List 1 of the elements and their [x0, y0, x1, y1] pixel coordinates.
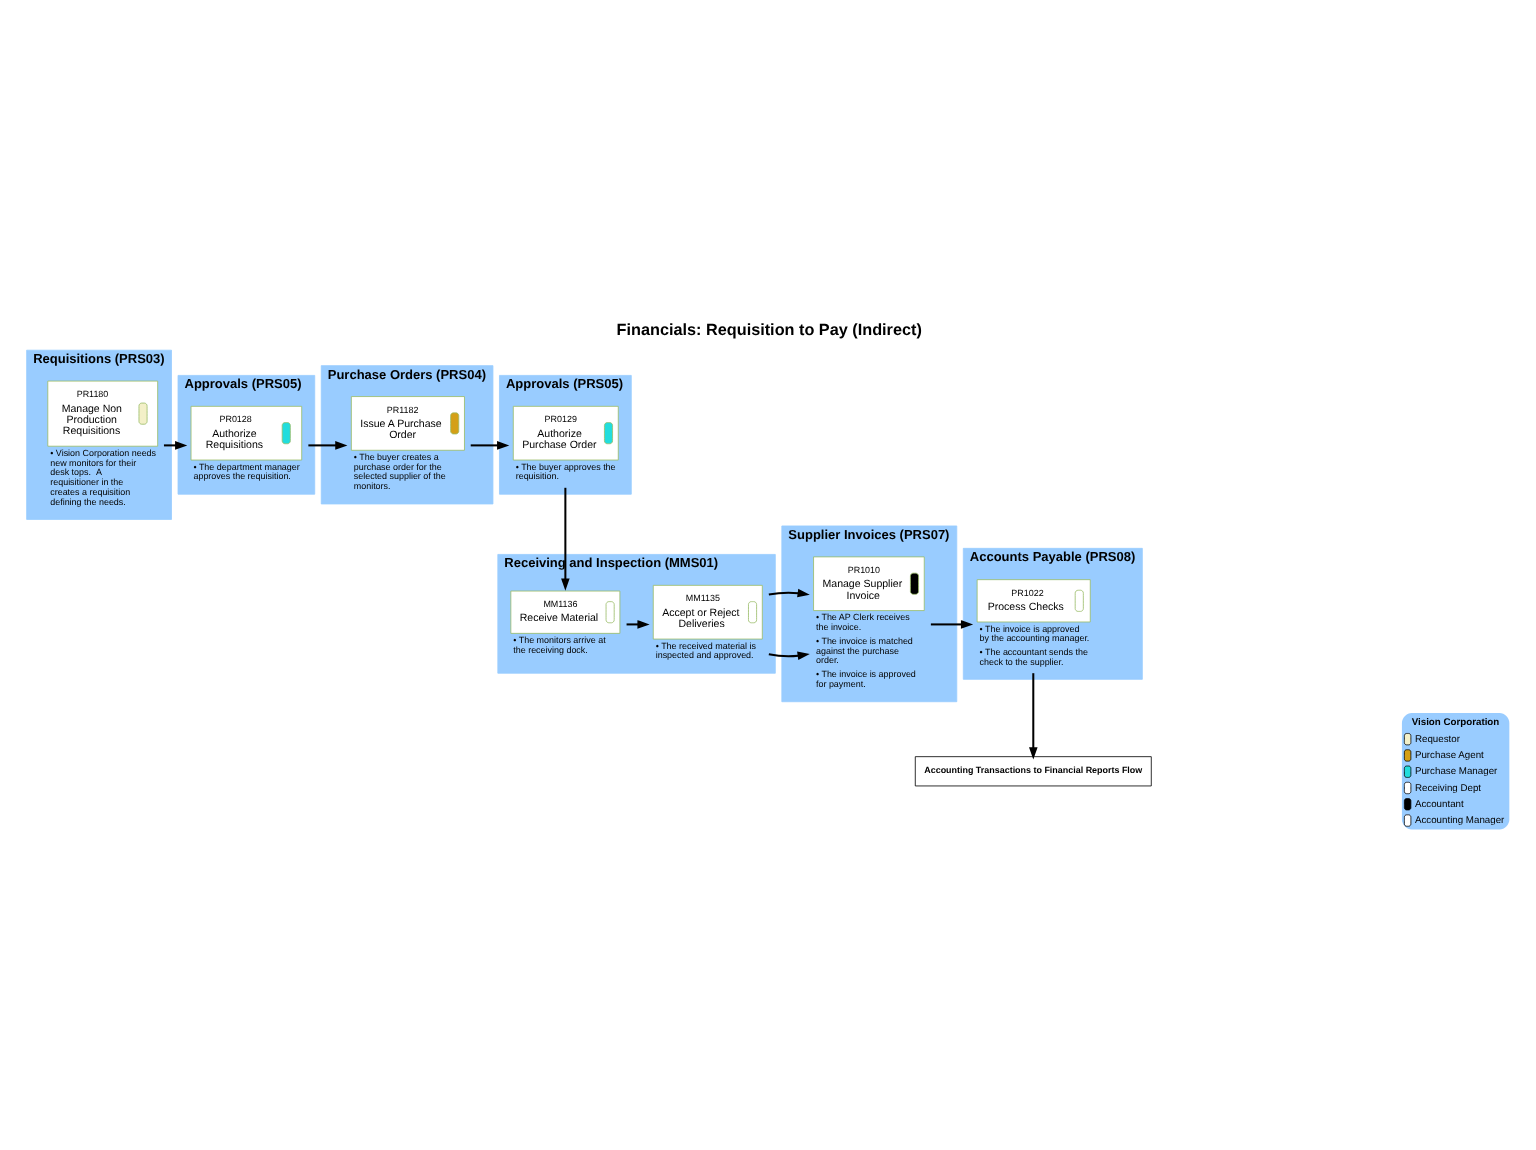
diagram-title: Financials: Requisition to Pay (Indirect): [616, 319, 922, 338]
